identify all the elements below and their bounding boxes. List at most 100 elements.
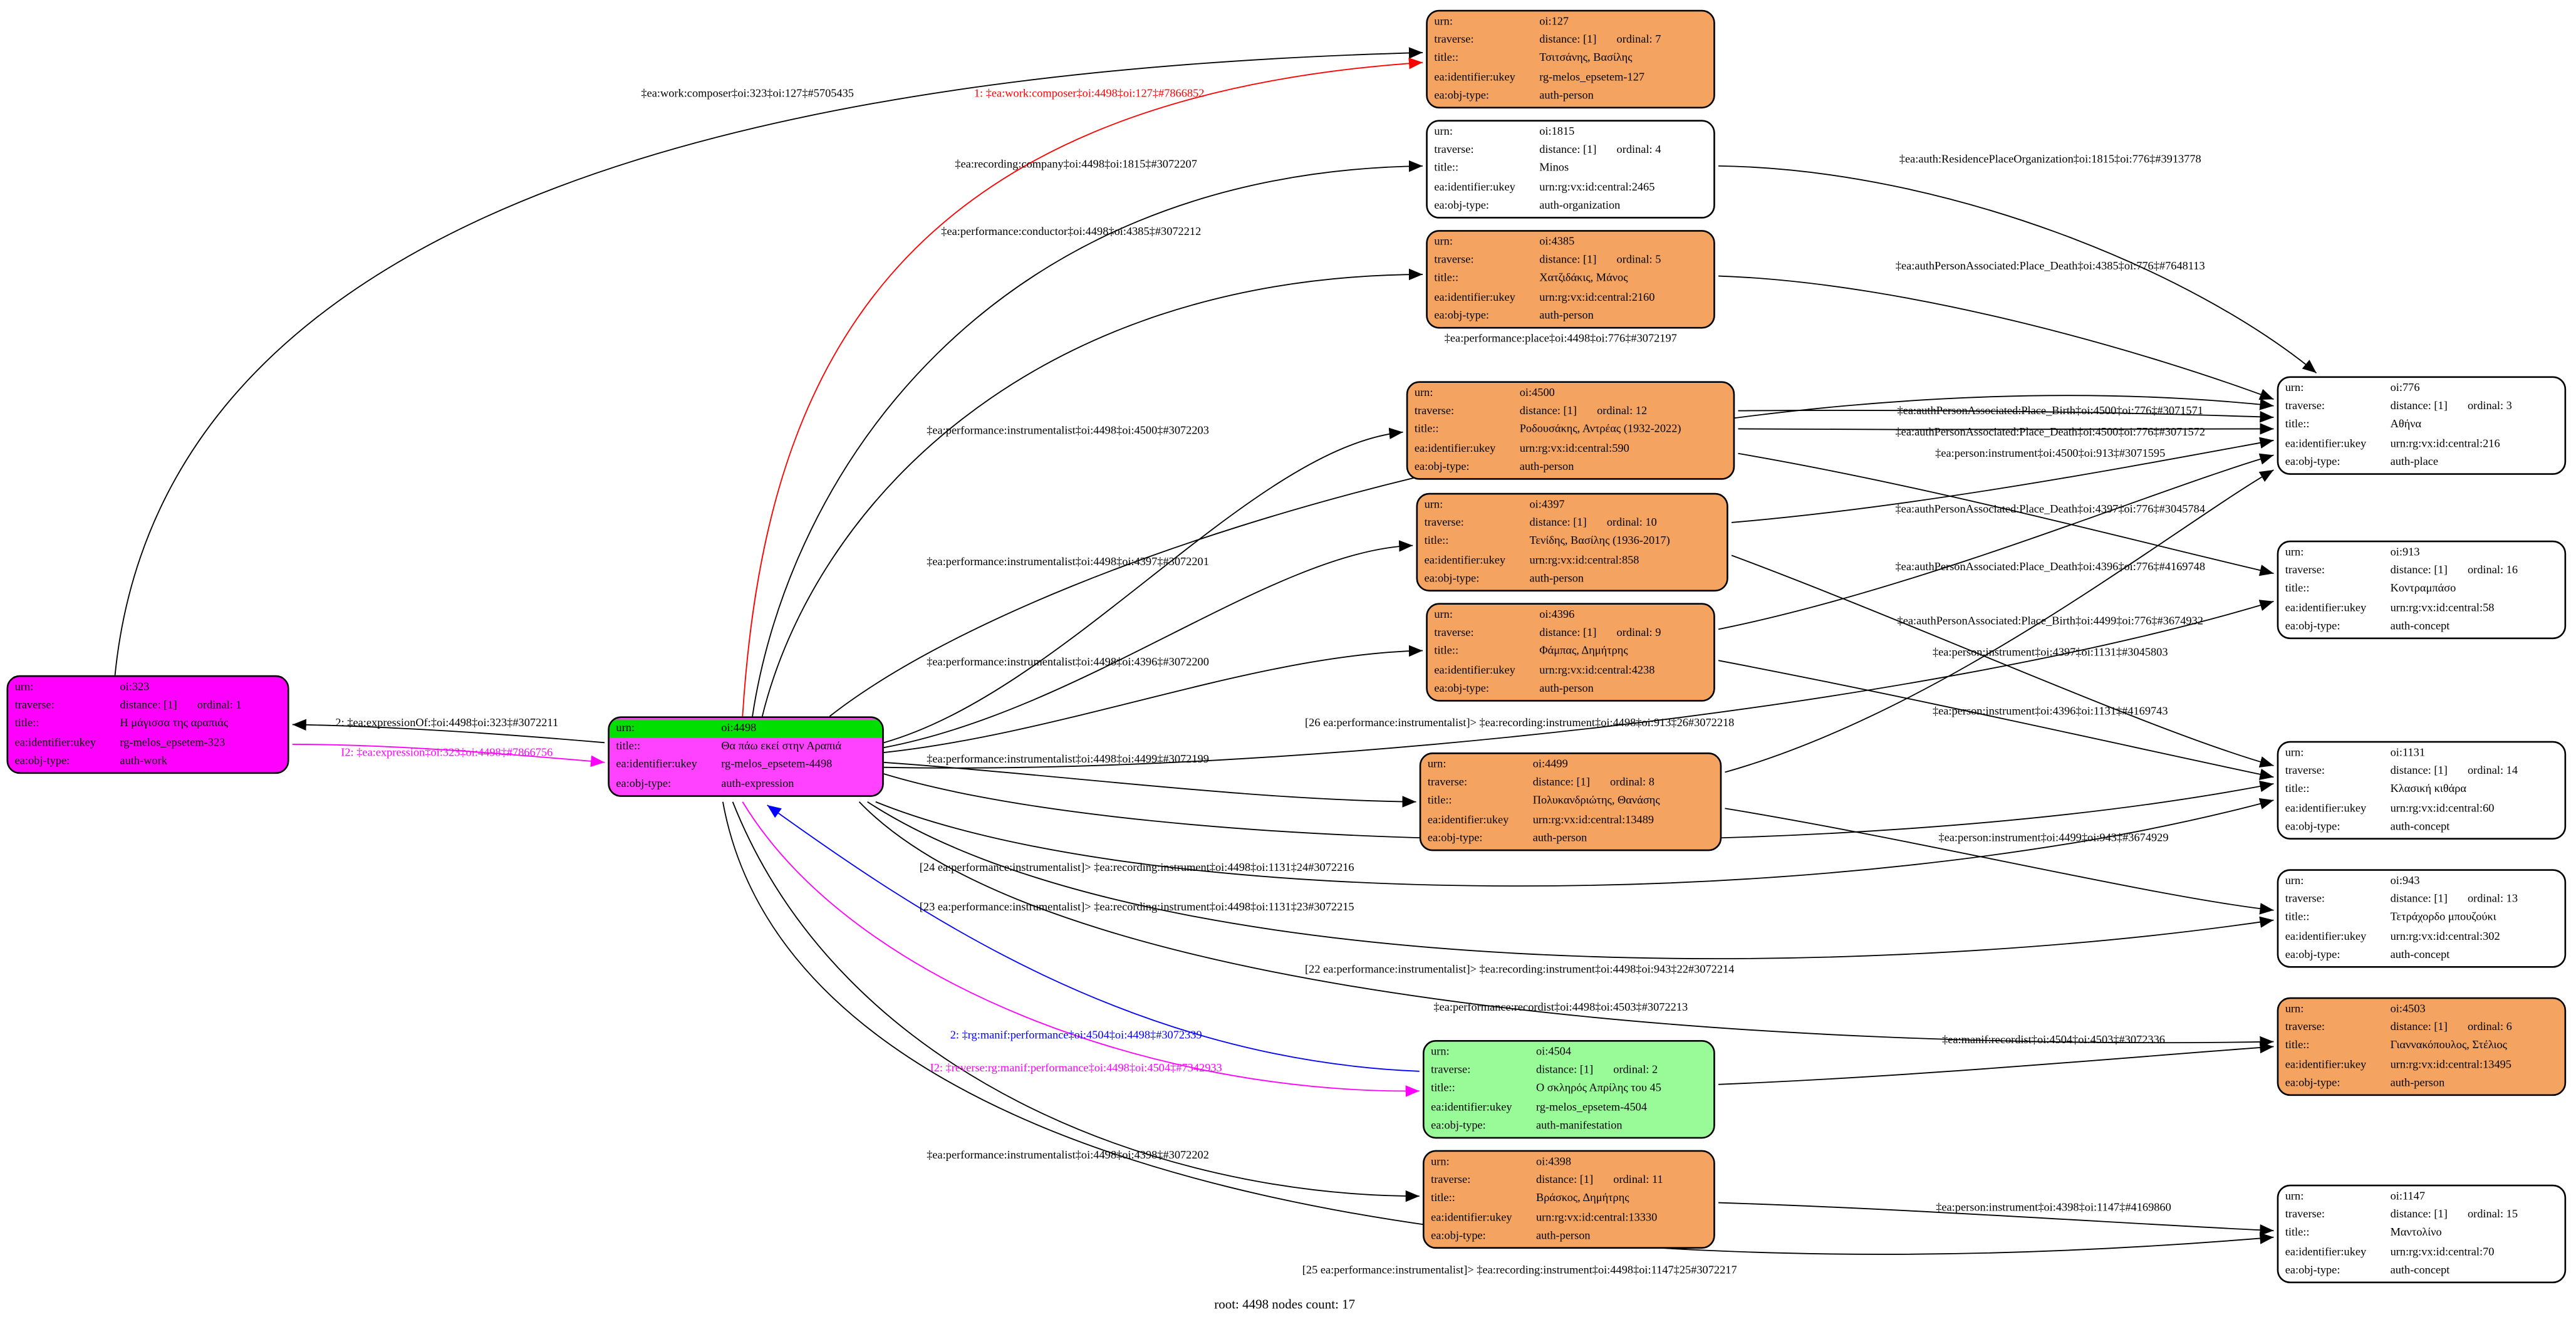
field-value: Η μάγισσα της αραπιάς	[120, 717, 229, 731]
node-oi4398-row-title: title::Βράσκος, Δημήτρης	[1425, 1190, 1714, 1209]
node-oi4500-row-traverse: traverse:distance: [1] ordinal: 12	[1408, 403, 1733, 421]
node-oi323-row-ea-obj-type: ea:obj-type:auth-work	[8, 752, 288, 771]
field-key: urn:	[2285, 1189, 2304, 1203]
node-oi323-row-urn: urn:oi:323	[8, 679, 288, 697]
edge-e7	[883, 540, 1413, 749]
field-value: distance: [1] ordinal: 1	[120, 699, 242, 712]
field-value: rg-melos_epsetem-127	[1539, 70, 1645, 83]
node-oi4498-row-urn: urn:oi:4498	[609, 719, 883, 738]
node-oi1131-row-urn: urn:oi:1131	[2278, 744, 2564, 762]
node-oi1147-row-ea-obj-type: ea:obj-type:auth-concept	[2278, 1262, 2564, 1280]
field-value: urn:rg:vx:id:central:70	[2390, 1244, 2495, 1258]
node-oi1815-row-ea-obj-type: ea:obj-type:auth-organization	[1428, 197, 1713, 215]
node-oi4499-row-traverse: traverse:distance: [1] ordinal: 8	[1421, 774, 1720, 793]
node-oi4503-row-title: title::Γιαννακόπουλος, Στέλιος	[2278, 1038, 2564, 1056]
field-value: auth-person	[1532, 831, 1587, 845]
field-value: oi:4385	[1539, 235, 1575, 248]
field-key: title::	[1434, 271, 1459, 285]
field-value: rg-melos_epsetem-4498	[721, 757, 833, 771]
field-value: oi:4500	[1519, 386, 1555, 400]
node-oi943-row-title: title::Τετράχορδο μπουζούκι	[2278, 909, 2564, 927]
field-key: traverse:	[1431, 1063, 1471, 1077]
field-value: auth-person	[2390, 1076, 2445, 1090]
field-value: oi:4397	[1529, 497, 1565, 511]
field-key: title::	[2285, 910, 2310, 924]
edge-e3	[752, 160, 1423, 717]
node-oi127-row-traverse: traverse:distance: [1] ordinal: 7	[1428, 31, 1713, 49]
field-value: distance: [1] ordinal: 5	[1539, 253, 1661, 267]
graph-root-caption: root: 4498 nodes count: 17	[1214, 1297, 1356, 1312]
node-oi913-row-urn: urn:oi:913	[2278, 544, 2564, 562]
field-value: Τετράχορδο μπουζούκι	[2390, 910, 2496, 924]
node-oi4504-row-traverse: traverse:distance: [1] ordinal: 2	[1425, 1062, 1714, 1080]
field-value: Αθήνα	[2390, 418, 2422, 432]
node-oi4503-row-ea-obj-type: ea:obj-type:auth-person	[2278, 1075, 2564, 1093]
field-value: distance: [1] ordinal: 7	[1539, 33, 1661, 46]
field-value: distance: [1] ordinal: 4	[1539, 143, 1661, 157]
field-value: Τενίδης, Βασίλης (1936-2017)	[1529, 534, 1670, 548]
field-value: auth-person	[1529, 571, 1584, 585]
field-value: distance: [1] ordinal: 16	[2390, 564, 2518, 577]
node-oi1131-row-traverse: traverse:distance: [1] ordinal: 14	[2278, 762, 2564, 781]
node-oi4499-row-ea-obj-type: ea:obj-type:auth-person	[1421, 830, 1720, 848]
field-key: traverse:	[2285, 399, 2325, 413]
field-key: ea:identifier:ukey	[1434, 663, 1515, 677]
field-value: urn:rg:vx:id:central:13330	[1535, 1210, 1658, 1224]
field-key: ea:identifier:ukey	[1424, 553, 1506, 566]
node-oi4385-row-traverse: traverse:distance: [1] ordinal: 5	[1428, 252, 1713, 270]
field-value: Γιαννακόπουλος, Στέλιος	[2390, 1039, 2507, 1053]
field-key: urn:	[1424, 497, 1443, 511]
field-key: urn:	[1434, 14, 1453, 28]
edge-e20	[722, 801, 2274, 1255]
field-value: oi:127	[1539, 14, 1569, 28]
field-value: distance: [1] ordinal: 6	[2390, 1021, 2512, 1034]
field-key: ea:identifier:ukey	[14, 735, 96, 749]
node-oi4500-row-ea-obj-type: ea:obj-type:auth-person	[1408, 458, 1733, 476]
node-oi4397-row-ea-obj-type: ea:obj-type:auth-person	[1418, 570, 1727, 588]
node-oi4498-row-ea-obj-type: ea:obj-type:auth-expression	[610, 775, 882, 793]
field-value: urn:rg:vx:id:central:2465	[1539, 180, 1655, 194]
edge-e9	[883, 761, 1416, 808]
field-key: urn:	[2285, 874, 2304, 888]
field-value: rg-melos_epsetem-323	[120, 735, 226, 749]
field-value: auth-person	[1535, 1229, 1591, 1242]
node-oi4504-row-title: title::Ο σκληρός Απρίλης του 45	[1425, 1080, 1714, 1098]
field-value: oi:4498	[721, 721, 757, 735]
edge-e4	[761, 268, 1423, 717]
field-key: title::	[1431, 1192, 1455, 1205]
edge-e28	[1725, 469, 2274, 773]
node-oi4504-row-urn: urn:oi:4504	[1425, 1043, 1714, 1061]
field-value: oi:4499	[1532, 757, 1568, 771]
edge-e22	[1718, 275, 2274, 400]
edge-e16	[858, 801, 2274, 1048]
edge-e25	[1738, 452, 2274, 576]
node-oi943-row-ea-obj-type: ea:obj-type:auth-concept	[2278, 946, 2564, 964]
node-oi4503-row-traverse: traverse:distance: [1] ordinal: 6	[2278, 1019, 2564, 1037]
field-value: rg-melos_epsetem-4504	[1535, 1100, 1648, 1113]
field-value: auth-concept	[2390, 947, 2450, 961]
edge-e32	[1718, 1041, 2274, 1085]
field-value: Χατζιδάκις, Μάνος	[1539, 271, 1628, 285]
field-value: auth-person	[1519, 459, 1574, 473]
node-oi4396-row-ea-obj-type: ea:obj-type:auth-person	[1428, 680, 1713, 698]
field-value: urn:rg:vx:id:central:13495	[2390, 1057, 2511, 1071]
field-value: Minos	[1539, 162, 1569, 175]
field-key: urn:	[1414, 386, 1433, 400]
field-value: urn:rg:vx:id:central:60	[2390, 801, 2495, 815]
field-key: title::	[2285, 783, 2310, 796]
node-oi127-row-title: title::Τσιτσάνης, Βασίλης	[1428, 50, 1713, 68]
field-key: title::	[1427, 794, 1452, 808]
node-oi4398-row-traverse: traverse:distance: [1] ordinal: 11	[1425, 1172, 1714, 1190]
field-key: title::	[2285, 582, 2310, 596]
field-key: title::	[1434, 51, 1459, 65]
